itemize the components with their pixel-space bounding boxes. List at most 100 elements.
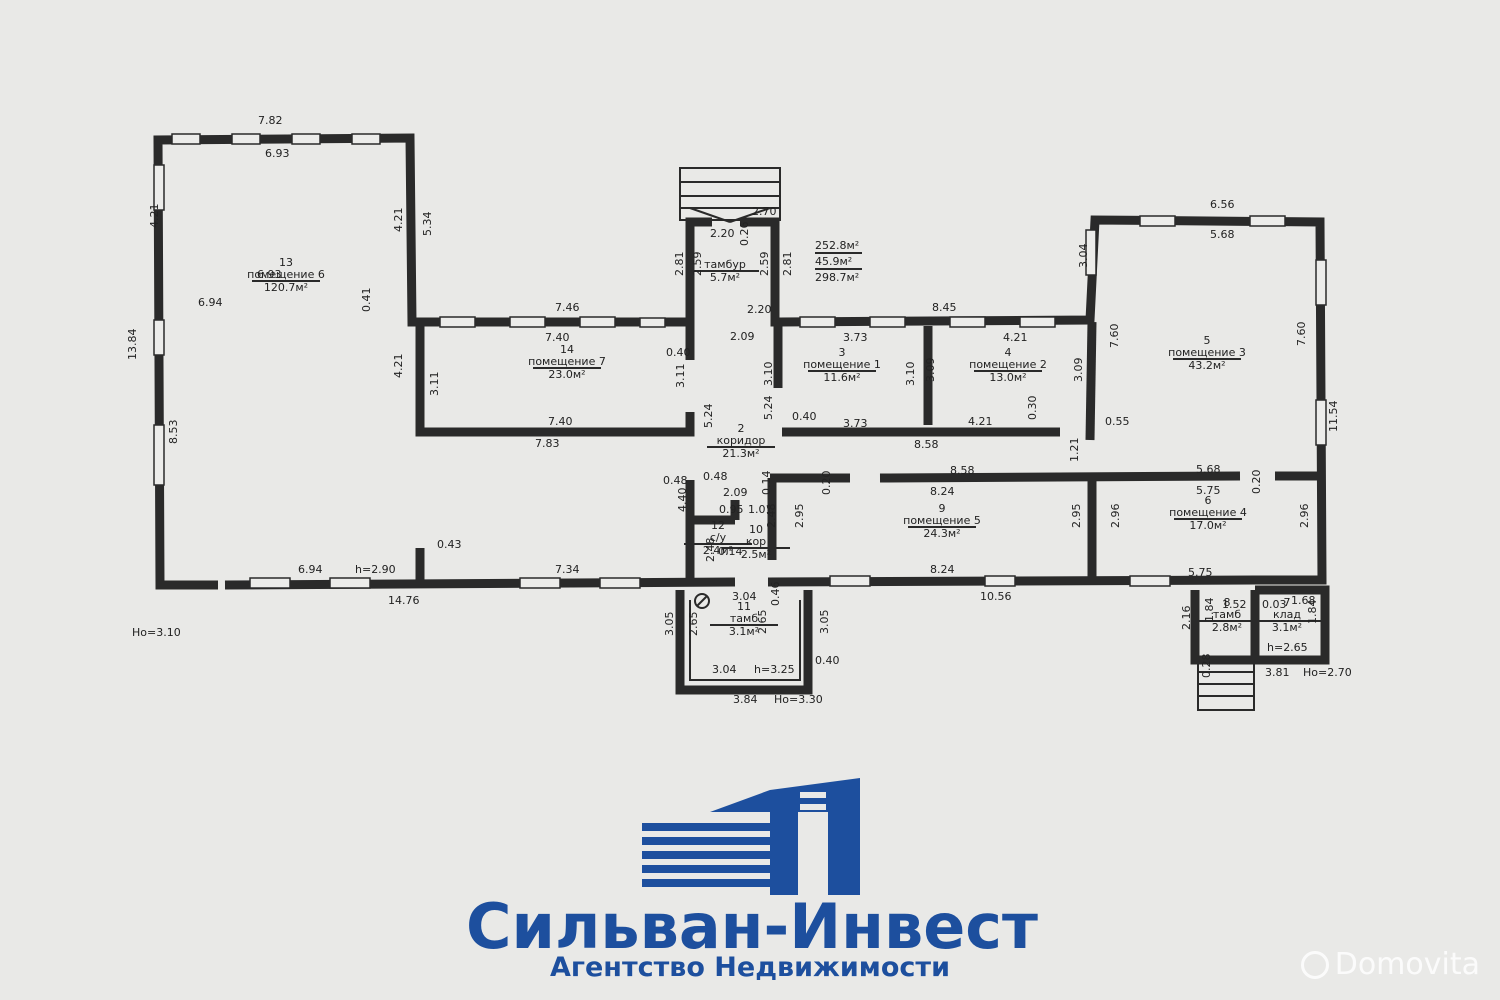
dimension-label: 3.09 [924,358,937,383]
total-area-2: 45.9м² [815,255,852,268]
dimension-label: 7.40 [545,331,570,344]
room-name: тамбур [704,258,746,271]
room-num: 9 [939,502,946,515]
dimension-label: h=2.65 [1267,641,1308,654]
dimension-label: 0.43 [437,538,462,551]
room-name: помещение 5 [903,514,981,527]
dimension-label: 11.54 [1327,401,1340,433]
dimension-label: 4.21 [1003,331,1028,344]
room-name: помещение 2 [969,358,1047,371]
dimension-label: 2.20 [747,303,772,316]
dimension-label: 3.05 [663,612,676,637]
wall-room-3 [773,322,1060,437]
dimension-label: 3.04 [712,663,737,676]
dimension-label: 2.48 [765,504,778,529]
room-area: 11.6м² [823,371,860,384]
dimension-label: 6.93 [265,147,290,160]
dimension-label: 3.04 [732,590,757,603]
wall-vestibule-11 [675,590,813,695]
dimension-label: 6.93 [257,268,282,281]
room-name: клад [1273,608,1301,621]
dimension-label: 2.48 [704,538,717,563]
dimension-label: 3.73 [843,417,868,430]
dimension-label: 2.81 [781,252,794,277]
dimension-label: 6.94 [298,563,323,576]
room-area: 2.5м² [741,548,771,561]
dimension-label: 2.96 [1109,504,1122,529]
room-area: 17.0м² [1189,519,1226,532]
room-num: 4 [1005,346,1012,359]
windows [153,133,1327,589]
room-num: 11 [737,600,751,613]
room-name: тамб [730,612,758,625]
dimension-label: 3.10 [762,362,775,387]
room-num: 2 [738,422,745,435]
dimension-label: 3.10 [904,362,917,387]
dimension-label: 2.09 [730,330,755,343]
dimension-label: Ho=3.10 [132,626,181,639]
dimension-label: 0.20 [1250,470,1263,495]
dimension-label: 4.40 [676,488,689,513]
total-area-3: 298.7м² [815,271,859,284]
wall-vestibule [685,217,712,322]
watermark-text: Domovita [1334,947,1480,982]
dimension-label: 0.20 [820,471,833,496]
wall-mid-horizontal [770,471,1318,483]
dimension-label: 8.24 [930,485,955,498]
dimension-label: 5.24 [762,396,775,421]
dimension-label: 4.21 [392,208,405,233]
dimension-label: 6.56 [1210,198,1235,211]
dimension-label: 2.59 [691,252,704,277]
room-num: 3 [839,346,846,359]
dimension-label: 1.84 [1306,600,1319,625]
dimension-label: 0.95 [719,503,744,516]
dimension-label: 1.01 [748,503,773,516]
dimension-label: 2.81 [673,252,686,277]
room-area: 120.7м² [264,281,308,294]
dimension-label: 2.95 [1070,504,1083,529]
wall-room-14 [415,322,695,437]
room-num: 13 [279,256,293,269]
building-logo-icon [642,778,860,895]
dimension-label: 2.65 [756,610,769,635]
dimension-label: 2.65 [687,612,700,637]
wall-pantry-7 [1255,585,1330,665]
dimension-label: 8.58 [914,438,939,451]
dimension-label: Ho=2.70 [1303,666,1352,679]
dimension-label: 2.09 [723,486,748,499]
dimension-label: 2.59 [758,252,771,277]
dimension-label: 3.81 [1265,666,1290,679]
dimension-label: 4.21 [392,354,405,379]
room-area: 2.8м² [1212,621,1242,634]
dimension-label: 2.20 [710,227,735,240]
domovita-logo-icon [1300,950,1329,979]
dimension-label: 10.56 [980,590,1012,603]
total-area-1: 252.8м² [815,239,859,252]
room-area: 23.0м² [548,368,585,381]
dimension-label: 7.82 [258,114,283,127]
room-name: тамб [1213,608,1241,621]
dimension-label: 7.34 [555,563,580,576]
wall-room-4-5 [1085,321,1097,441]
dimension-label: 1.68 [1291,594,1316,607]
dimension-label: 5.75 [1196,484,1221,497]
room-area: 5.7м² [710,271,740,284]
dimension-label: 1.84 [1203,598,1216,623]
dimension-label: 0.40 [792,410,817,423]
room-num: 5 [1204,334,1211,347]
dimension-label: 2.16 [1180,606,1193,631]
dimension-label: 3.84 [733,693,758,706]
dimension-label: 0.14 [760,471,773,496]
room-num: 6 [1205,494,1212,507]
dimension-label: 7.46 [555,301,580,314]
dimension-label: 8.45 [932,301,957,314]
room-name: помещение 6 [247,268,325,281]
dimension-label: 7.40 [548,415,573,428]
